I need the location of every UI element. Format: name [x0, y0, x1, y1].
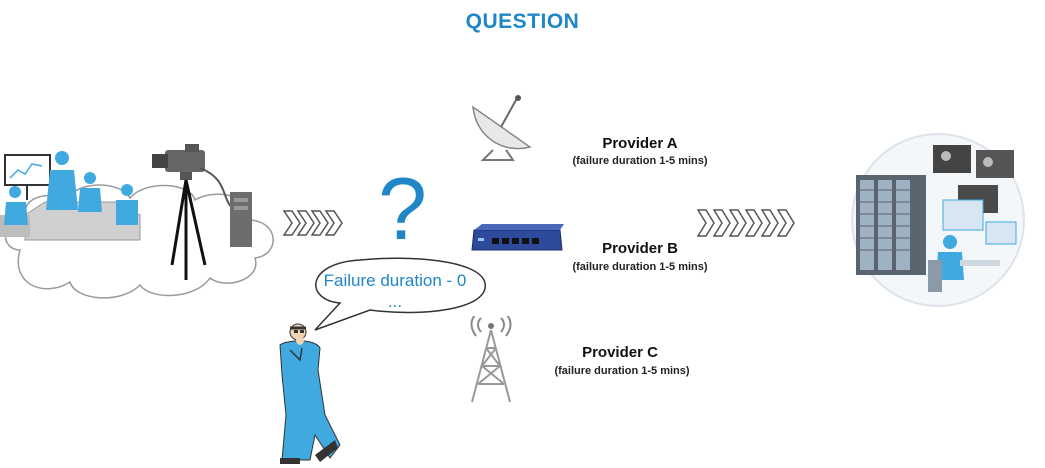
- radio-tower-icon: [470, 316, 512, 403]
- network-switch-icon: [471, 224, 564, 251]
- control-room-icon: [851, 133, 1025, 307]
- flow-arrows-right: [696, 209, 795, 237]
- thinking-person-icon: [279, 323, 341, 464]
- provider-c-detail: (failure duration 1-5 mins): [554, 365, 690, 377]
- provider-b-name: Provider B: [602, 240, 678, 257]
- provider-a-detail: (failure duration 1-5 mins): [572, 155, 708, 167]
- video-camera-icon: [152, 144, 236, 280]
- speech-bubble: [314, 257, 486, 331]
- meeting-people-icon: [0, 151, 141, 241]
- provider-c-name: Provider C: [582, 344, 658, 361]
- computer-tower-icon: [230, 192, 252, 247]
- question-mark-icon: ?: [378, 159, 427, 258]
- monitor-wall: [933, 145, 1017, 245]
- broadcast-cloud-scene: [0, 144, 274, 299]
- provider-b-detail: (failure duration 1-5 mins): [572, 261, 708, 273]
- speech-bubble-text: Failure duration - 0 ...: [323, 271, 467, 311]
- satellite-dish-icon: [472, 95, 532, 161]
- operator-person: [928, 235, 1000, 292]
- page-title: QUESTION: [465, 10, 580, 33]
- provider-a-name: Provider A: [602, 135, 678, 152]
- server-racks: [856, 175, 926, 275]
- flow-arrows-left: [282, 210, 343, 236]
